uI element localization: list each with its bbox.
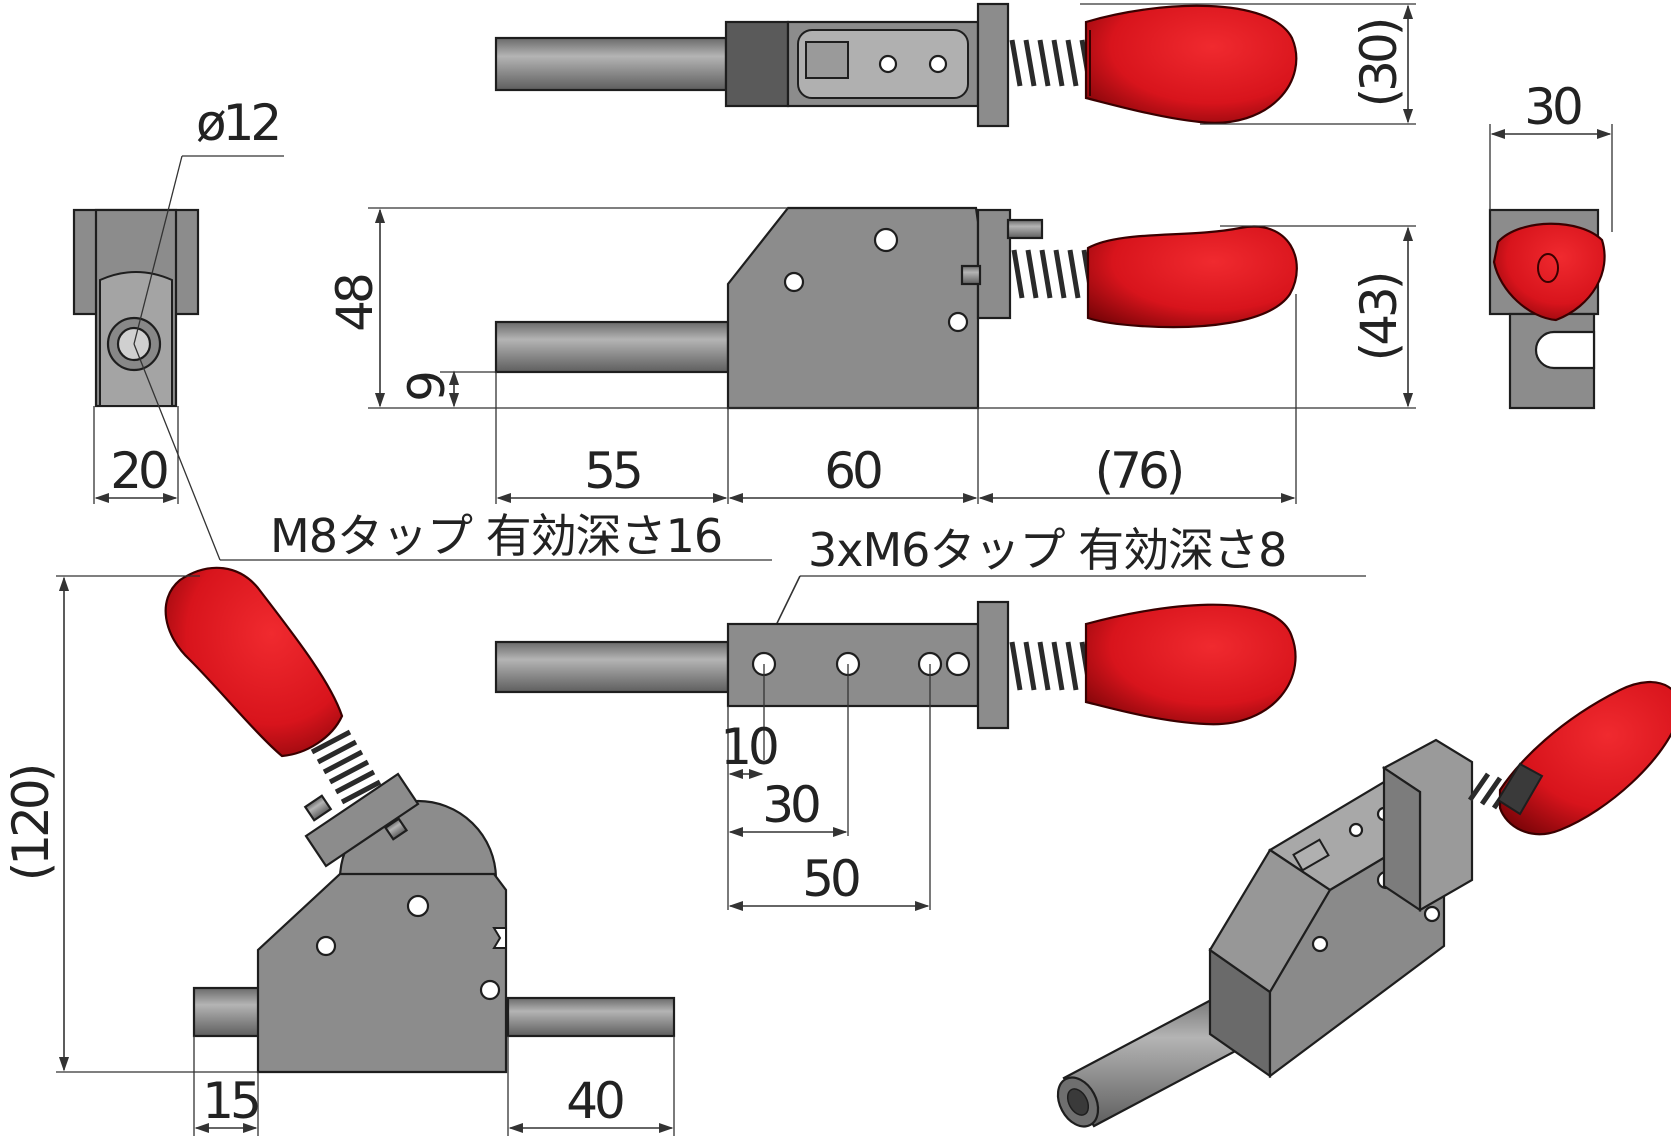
top-body-dark xyxy=(724,20,790,108)
open-spring xyxy=(310,729,382,805)
open-hole xyxy=(479,979,501,1001)
right-end-view xyxy=(1488,208,1606,410)
top-knob xyxy=(1084,4,1298,124)
dim-rod-height: 9 xyxy=(398,373,456,402)
side-body xyxy=(726,206,980,410)
dim-hole2: 30 xyxy=(762,776,819,834)
open-position-view xyxy=(164,566,676,1074)
dim-hole3: 50 xyxy=(802,850,859,908)
bottom-rod xyxy=(494,640,730,694)
top-latch xyxy=(805,41,849,79)
open-knob xyxy=(164,566,344,758)
dim-body-length: 60 xyxy=(824,442,881,500)
top-hole xyxy=(878,54,898,74)
dim-total-height: (120) xyxy=(2,766,60,881)
note-m6-tap: 3xM6タップ 有効深さ8 xyxy=(808,523,1286,577)
isometric-view xyxy=(1056,680,1671,1128)
dim-bore-dia: ø12 xyxy=(196,94,278,152)
side-flange xyxy=(976,208,1012,320)
iso-latch xyxy=(1292,838,1330,872)
side-hole xyxy=(783,271,805,293)
open-pin-small xyxy=(383,817,409,841)
dim-right-width: 30 xyxy=(1524,78,1581,136)
dim-height: 48 xyxy=(326,275,384,332)
bottom-knob xyxy=(1084,603,1297,726)
dim-handle-length: (76) xyxy=(1095,442,1182,500)
top-spring xyxy=(1009,39,1093,87)
iso-knob-collar xyxy=(1496,762,1544,816)
end-bore xyxy=(1534,330,1596,370)
iso-knob xyxy=(1498,680,1671,836)
side-small-pin xyxy=(960,264,982,286)
dim-rod-front: 40 xyxy=(566,1072,623,1130)
top-plunger-rod xyxy=(494,36,728,92)
dim-top-width: (30) xyxy=(1350,20,1408,107)
side-hole xyxy=(947,311,969,333)
open-pin xyxy=(303,794,333,822)
top-hole xyxy=(928,54,948,74)
dim-left-width: 20 xyxy=(110,442,167,500)
side-hole xyxy=(873,227,899,253)
iso-spring xyxy=(1467,772,1527,814)
side-knob xyxy=(1086,225,1298,329)
side-stop-pin xyxy=(1006,218,1044,240)
dim-rod-rear: 15 xyxy=(202,1072,258,1130)
open-rod-front xyxy=(506,996,676,1038)
open-body xyxy=(256,872,508,1074)
dim-hole1: 10 xyxy=(720,718,777,776)
end-knob xyxy=(1492,222,1606,322)
iso-rod-bore xyxy=(1066,1088,1090,1116)
left-end-view xyxy=(72,208,200,408)
top-view xyxy=(494,2,1298,128)
note-m8-tap: M8タップ 有効深さ16 xyxy=(270,509,722,563)
iso-hole xyxy=(1423,905,1441,923)
bottom-view xyxy=(494,600,1297,730)
side-view xyxy=(494,206,1298,410)
open-notch xyxy=(492,927,507,949)
open-flange xyxy=(304,772,420,868)
open-hole xyxy=(406,894,430,918)
top-flange xyxy=(976,2,1010,128)
end-knob-mark xyxy=(1537,253,1559,283)
bottom-spring xyxy=(1009,641,1093,691)
open-hole xyxy=(315,935,337,957)
side-rod xyxy=(494,320,730,374)
dim-handle-height: (43) xyxy=(1350,274,1408,361)
iso-hole xyxy=(1311,935,1329,953)
dim-rod-length: 55 xyxy=(584,442,640,500)
bottom-hole xyxy=(945,651,971,677)
open-rod-rear xyxy=(192,986,262,1038)
side-spring xyxy=(1011,249,1095,299)
bottom-flange xyxy=(976,600,1010,730)
iso-top-hole xyxy=(1348,822,1364,838)
iso-flange-front xyxy=(1382,765,1422,913)
